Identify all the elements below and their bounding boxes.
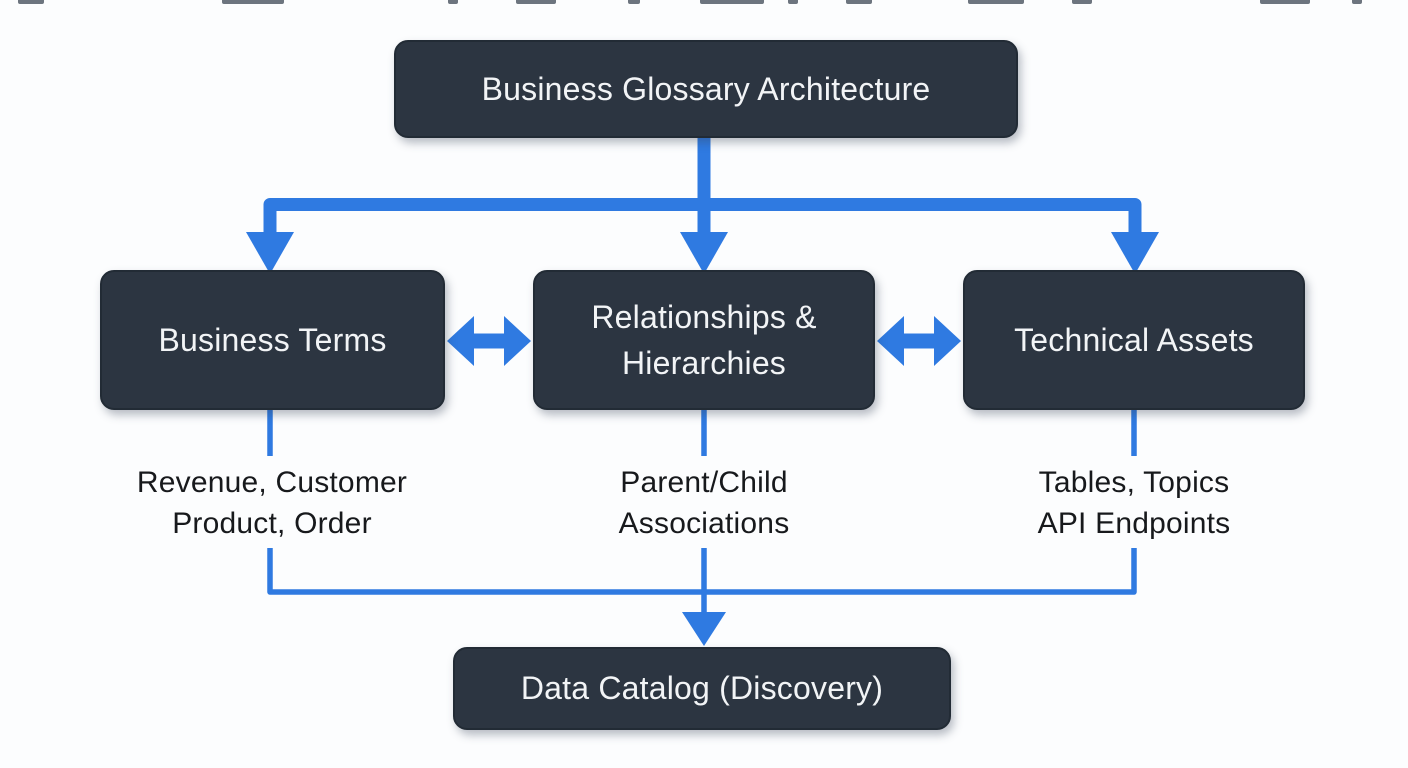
examples-line: API Endpoints (1037, 507, 1231, 540)
node-relationships-label-line2: Hierarchies (621, 345, 787, 381)
node-relationships-label-line1: Relationships & (591, 298, 817, 335)
node-data-catalog-label: Data Catalog (Discovery) (520, 670, 884, 707)
node-technical-assets-label: Technical Assets (1014, 321, 1254, 358)
node-business-glossary-architecture: Business Glossary Architecture (394, 40, 1018, 138)
double-arrow-icon (447, 316, 531, 366)
business-terms-examples: Revenue, Customer Product, Order (62, 462, 482, 544)
relationships-examples: Parent/Child Associations (494, 462, 914, 544)
examples-line: Product, Order (172, 507, 372, 540)
node-title-label: Business Glossary Architecture (481, 70, 931, 107)
arrow-down-icon (246, 232, 294, 274)
examples-line: Revenue, Customer (136, 466, 408, 499)
examples-line: Associations (618, 507, 790, 540)
node-business-terms-label: Business Terms (158, 321, 387, 358)
examples-line: Parent/Child (620, 466, 788, 499)
double-arrow-icon (877, 316, 961, 366)
technical-assets-examples: Tables, Topics API Endpoints (924, 462, 1344, 544)
examples-line: Tables, Topics (1038, 466, 1230, 499)
cropped-text-artifacts (0, 0, 1408, 6)
arrow-down-icon (682, 612, 726, 646)
arrow-down-icon (1111, 232, 1159, 274)
arrow-down-icon (680, 232, 728, 274)
node-technical-assets: Technical Assets (963, 270, 1305, 410)
node-relationships-hierarchies: Relationships & Hierarchies (533, 270, 875, 410)
node-business-terms: Business Terms (100, 270, 445, 410)
node-data-catalog: Data Catalog (Discovery) (453, 647, 951, 730)
